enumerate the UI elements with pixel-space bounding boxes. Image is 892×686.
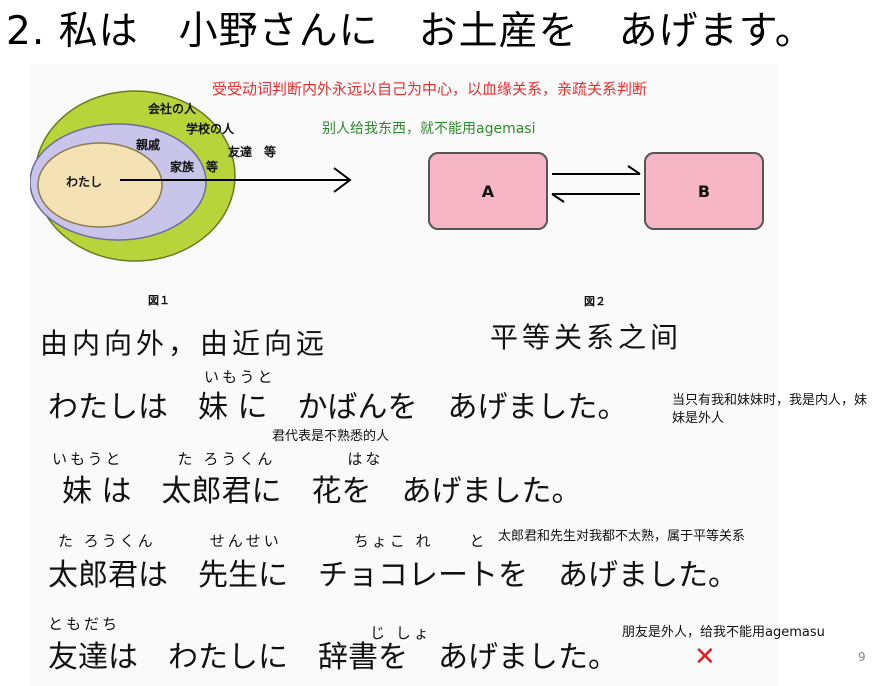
box-a: A	[428, 152, 548, 230]
label-relatives: 親戚	[136, 138, 161, 152]
ruby-1: いもうと	[204, 368, 276, 386]
arrow-head	[333, 167, 352, 193]
ruby-4b: じ しょ	[370, 624, 432, 642]
double-arrow	[551, 165, 641, 203]
ruby-4: ともだち	[48, 615, 121, 633]
figure-2-caption: 図２	[584, 295, 606, 308]
sentence-1: わたしは 妹 に かばんを あげました。	[48, 390, 628, 425]
note-kun: 君代表是不熟悉的人	[272, 429, 390, 444]
label-friends: 友達 等	[228, 145, 277, 159]
page-number: 9	[858, 650, 866, 664]
box-b: B	[644, 152, 764, 230]
figure-1-caption: 図１	[148, 294, 170, 307]
diagram-1	[30, 90, 352, 262]
sentence-2: 妹 は 太郎君に 花を あげました。	[62, 474, 582, 509]
handwritten-inner-outer: 由内向外，由近向远	[40, 327, 329, 360]
note-friend: 朋友是外人，给我不能用agemasu	[622, 625, 825, 640]
sentence-3: 太郎君は 先生に チョコレートを あげました。	[48, 558, 738, 593]
ruby-2: いもうと た ろうくん はな	[52, 450, 384, 468]
inner-circle	[37, 142, 163, 228]
slide-title: 2. 私は 小野さんに お土産を あげます。	[6, 9, 815, 54]
handwritten-equal: 平等关系之间	[490, 321, 683, 354]
note-others: 别人给我东西，就不能用agemasi	[322, 121, 536, 137]
wrong-mark-icon: ✕	[694, 642, 716, 672]
label-company: 会社の人	[148, 102, 197, 116]
note-sister: 当只有我和妹妹时，我是内人，妹妹是外人	[672, 393, 868, 426]
label-family: 家族 等	[170, 160, 219, 174]
ruby-3: た ろうくん せんせい ちょこ れ と	[58, 532, 488, 550]
note-taro: 太郎君和先生对我都不太熟，属于平等关系	[498, 529, 746, 544]
note-rule: 受受动词判断内外永远以自己为中心，以血缘关系，亲疏关系判断	[212, 80, 648, 98]
label-me: わたし	[66, 175, 103, 189]
sentence-4: 友達は わたしに 辞書を あげました。	[48, 640, 618, 675]
label-school: 学校の人	[186, 122, 235, 136]
